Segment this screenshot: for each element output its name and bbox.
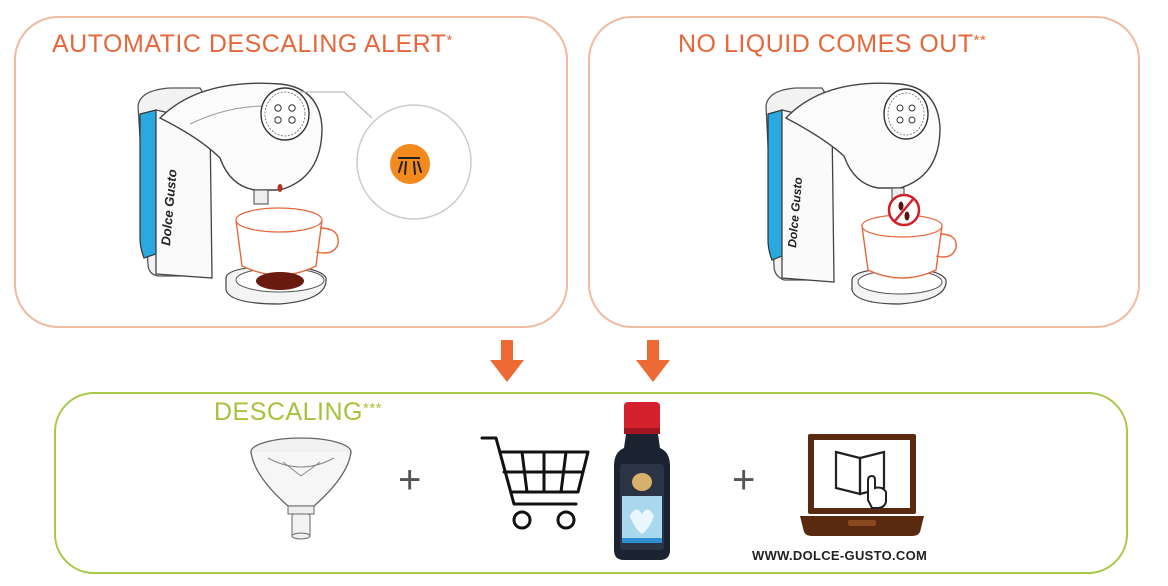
descaling-panel (54, 392, 1128, 574)
alert-panel-title: AUTOMATIC DESCALING ALERT* (52, 30, 453, 58)
plus-sign: + (398, 458, 422, 502)
down-arrow-icon (636, 340, 670, 382)
no-drip-icon (887, 193, 921, 227)
coffee-machine-alert-illustration: Dolce Gusto (137, 82, 373, 305)
no-liquid-panel-title: NO LIQUID COMES OUT** (678, 30, 987, 58)
descaling-panel-title: DESCALING*** (214, 398, 382, 426)
down-arrow-icon (490, 340, 524, 382)
descaling-alert-icon (390, 144, 430, 184)
shopping-cart-icon (480, 436, 590, 530)
laptop-manual-icon (800, 434, 924, 536)
website-url: WWW.DOLCE-GUSTO.COM (752, 548, 928, 563)
plus-sign: + (732, 458, 756, 502)
machine-brand-label: Dolce Gusto (785, 177, 805, 249)
alert-zoom-circle (356, 104, 472, 220)
machine-brand-label: Dolce Gusto (158, 169, 180, 247)
descaler-bottle-icon (614, 402, 670, 560)
funnel-icon (250, 437, 352, 540)
coffee-machine-no-liquid-illustration: Dolce Gusto (765, 82, 957, 305)
